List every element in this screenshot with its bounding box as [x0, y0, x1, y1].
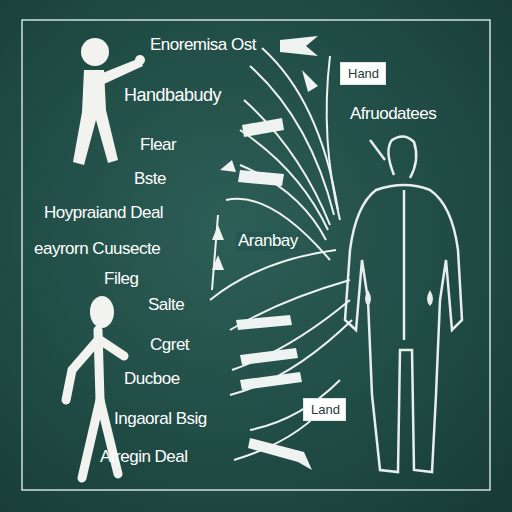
part-label: Fileg — [104, 270, 138, 289]
part-label: Enoremisa Ost — [150, 36, 256, 55]
part-label: Bste — [134, 170, 166, 189]
part-label: Salte — [148, 296, 184, 315]
human-outline — [345, 136, 462, 472]
part-label: Handbabudy — [124, 86, 221, 106]
part-label: Ingaoral Bsig — [114, 410, 207, 429]
part-label: Hoypraiand Deal — [44, 204, 163, 223]
part-label: eayrorn Cuusecte — [34, 240, 160, 259]
box-text: Land — [311, 403, 345, 417]
hand-mark — [365, 290, 433, 306]
part-label: Afruodatees — [350, 105, 436, 124]
label-box: Land — [303, 398, 346, 421]
part-label: Ducboe — [124, 370, 180, 389]
part-label: Flear — [140, 136, 176, 155]
label-box: Hand — [340, 62, 386, 85]
leader-line — [210, 48, 352, 460]
part-label: Cgret — [150, 336, 189, 355]
frame — [22, 20, 490, 490]
part-label: Aranbay — [236, 232, 300, 251]
part-label: Afregin Deal — [100, 448, 188, 467]
box-text: Hand — [348, 67, 385, 81]
